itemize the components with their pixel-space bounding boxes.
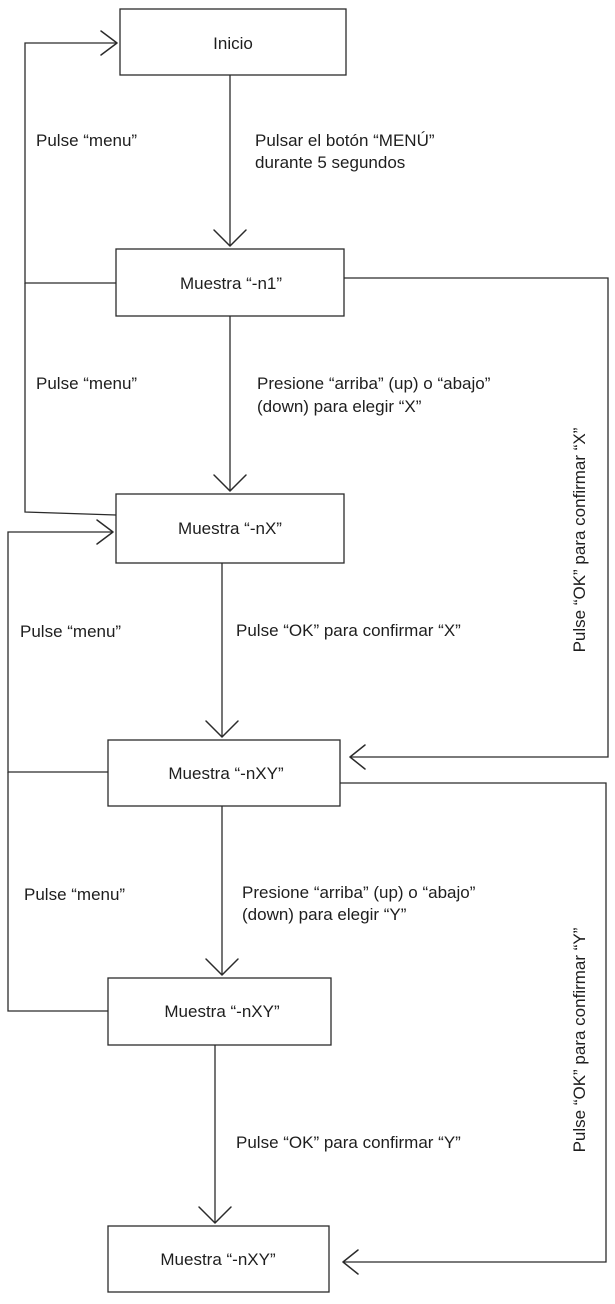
node-muestra-n1: Muestra “-n1”	[115, 248, 345, 317]
label-hold-menu-line2: durante 5 segundos	[255, 153, 405, 172]
edge-confirm-y-side	[340, 782, 607, 1263]
label-choose-y-line2: (down) para elegir “Y”	[242, 905, 407, 924]
node-inicio-label: Inicio	[213, 34, 253, 53]
label-confirm-x-side: Pulse “OK” para confirmar “X”	[570, 427, 589, 652]
arrowhead-nx-left	[96, 519, 114, 545]
label-confirm-x: Pulse “OK” para confirmar “X”	[236, 621, 461, 640]
node-muestra-nx: Muestra “-nX”	[115, 493, 345, 564]
label-choose-x-line1: Presione “arriba” (up) o “abajo”	[257, 374, 491, 393]
arrowhead-nx	[213, 474, 247, 492]
node-muestra-nxy-1: Muestra “-nXY”	[107, 739, 341, 807]
edge-confirm-x-side	[344, 277, 609, 758]
arrowhead-nxy2	[205, 958, 239, 976]
label-confirm-y-side: Pulse “OK” para confirmar “Y”	[570, 927, 589, 1152]
node-muestra-nxy-3: Muestra “-nXY”	[107, 1225, 330, 1293]
label-hold-menu-line1: Pulsar el botón “MENÚ”	[255, 131, 435, 150]
arrowhead-nxy3	[198, 1206, 232, 1224]
label-menu-3: Pulse “menu”	[20, 622, 121, 641]
label-choose-y-line1: Presione “arriba” (up) o “abajo”	[242, 883, 476, 902]
label-choose-x-line2: (down) para elegir “X”	[257, 397, 422, 416]
node-muestra-nx-label: Muestra “-nX”	[178, 519, 282, 538]
edge-menu-loop-3	[7, 531, 113, 773]
edge-menu-loop-2	[24, 283, 117, 516]
node-muestra-nxy-3-label: Muestra “-nXY”	[160, 1250, 276, 1269]
label-menu-4: Pulse “menu”	[24, 885, 125, 904]
arrowhead-nxy3-right	[342, 1249, 359, 1275]
node-muestra-n1-label: Muestra “-n1”	[180, 274, 282, 293]
edge-menu-loop-1	[24, 42, 117, 284]
node-muestra-nxy-1-label: Muestra “-nXY”	[168, 764, 284, 783]
edge-menu-loop-4	[7, 772, 108, 1012]
arrowhead-nxy1-right	[349, 744, 366, 770]
label-confirm-y: Pulse “OK” para confirmar “Y”	[236, 1133, 461, 1152]
node-muestra-nxy-2-label: Muestra “-nXY”	[164, 1002, 280, 1021]
arrowhead-n1	[213, 229, 247, 247]
arrowhead-inicio	[100, 30, 118, 56]
arrowhead-nxy1	[205, 720, 239, 738]
label-menu-2: Pulse “menu”	[36, 374, 137, 393]
label-menu-1: Pulse “menu”	[36, 131, 137, 150]
node-muestra-nxy-2: Muestra “-nXY”	[107, 977, 332, 1046]
node-inicio: Inicio	[119, 8, 347, 76]
